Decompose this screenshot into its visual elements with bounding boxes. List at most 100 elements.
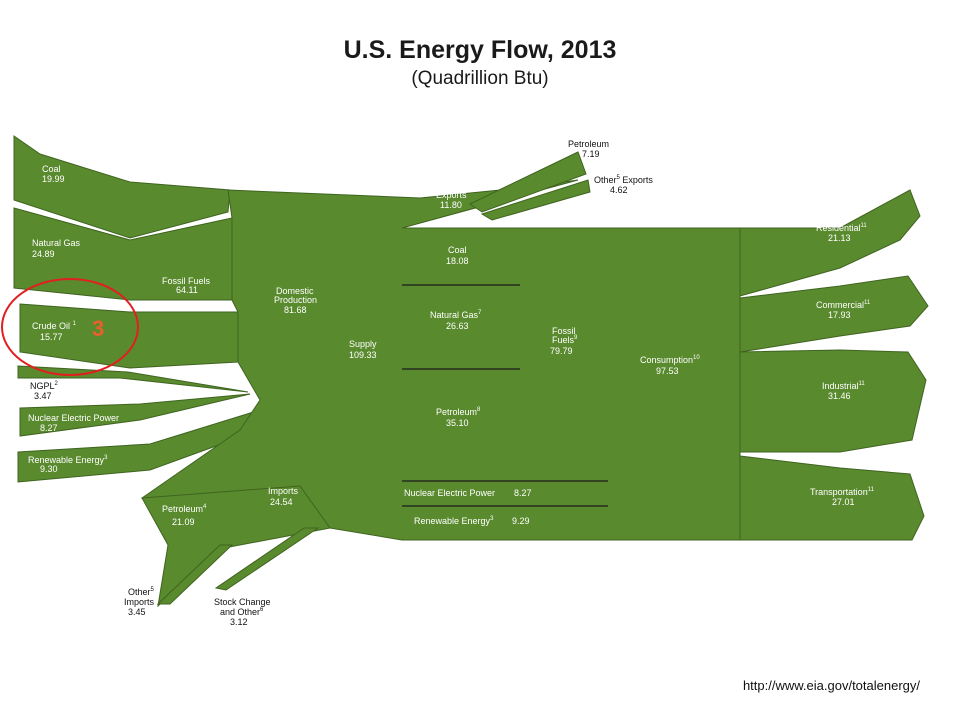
renewable-value: 9.30 — [40, 464, 58, 474]
middle-petroleum-sup: 8 — [477, 407, 481, 413]
middle-nuclear-value: 8.27 — [514, 488, 532, 498]
exports-other-value: 4.62 — [610, 185, 628, 195]
other-imports-sup: 5 — [151, 587, 155, 593]
stock-change-label-1: Stock Change — [214, 597, 271, 607]
transportation-label: Transportation11 — [810, 487, 875, 497]
crude-oil-label: Crude Oil 1 — [32, 321, 77, 331]
stock-change-flow — [214, 527, 320, 591]
imports-petroleum-text: Petroleum — [162, 504, 203, 514]
ngpl-flow — [17, 365, 249, 393]
natural-gas-value: 24.89 — [32, 249, 55, 259]
coal-label: Coal — [42, 164, 61, 174]
fossil-total-label-2: Fuels9 — [552, 335, 578, 345]
nuclear-flow — [19, 393, 251, 437]
middle-natural-gas-value: 26.63 — [446, 321, 469, 331]
fossil-fuels-label: Fossil Fuels — [162, 276, 211, 286]
separator-lines — [402, 284, 608, 507]
source-url[interactable]: http://www.eia.gov/totalenergy/ — [742, 678, 920, 693]
middle-petroleum-label: Petroleum8 — [436, 407, 481, 417]
fossil-total-sup: 9 — [574, 335, 578, 341]
flow-shapes — [13, 135, 929, 608]
residential-sup: 11 — [861, 223, 868, 229]
industrial-text: Industrial — [822, 381, 859, 391]
transportation-text: Transportation — [810, 487, 868, 497]
fossil-total-value: 79.79 — [550, 346, 573, 356]
transportation-value: 27.01 — [832, 497, 855, 507]
other-imports-text-1: Other — [128, 587, 151, 597]
commercial-flow — [739, 275, 929, 353]
consumption-text: Consumption — [640, 355, 693, 365]
residential-label: Residential11 — [816, 223, 867, 233]
stock-change-text-2: and Other — [220, 607, 260, 617]
crude-oil-sup: 1 — [73, 321, 77, 327]
middle-natural-gas-text: Natural Gas — [430, 310, 479, 320]
industrial-sup: 11 — [859, 381, 866, 387]
imports-petroleum-sup: 4 — [203, 504, 207, 510]
middle-natural-gas-label: Natural Gas7 — [430, 310, 482, 320]
middle-petroleum-text: Petroleum — [436, 407, 477, 417]
domestic-label-2: Production — [274, 295, 317, 305]
highlight-circle — [1, 278, 139, 376]
stock-change-label-2: and Other6 — [220, 607, 264, 617]
other-imports-value: 3.45 — [128, 607, 146, 617]
nuclear-value: 8.27 — [40, 423, 58, 433]
other-imports-label: Other5 — [128, 587, 155, 597]
crude-oil-label-text: Crude Oil — [32, 321, 70, 331]
fossil-total-label-1: Fossil — [552, 326, 576, 336]
industrial-flow — [739, 349, 927, 453]
commercial-text: Commercial — [816, 300, 864, 310]
stock-change-sup: 6 — [260, 607, 264, 613]
fossil-total-text-2: Fuels — [552, 335, 575, 345]
middle-nuclear-label: Nuclear Electric Power — [404, 488, 495, 498]
imports-petroleum-value: 21.09 — [172, 517, 195, 527]
renewable-label: Renewable Energy3 — [28, 455, 108, 465]
exports-label: Exports — [436, 190, 467, 200]
commercial-label: Commercial11 — [816, 300, 871, 310]
exports-other-label: Other5 Exports — [594, 175, 653, 185]
ngpl-sup: 2 — [55, 381, 59, 387]
middle-renewable-text: Renewable Energy — [414, 516, 491, 526]
renewable-sup: 3 — [104, 455, 108, 461]
fossil-fuels-value: 64.11 — [176, 285, 198, 295]
renewable-label-text: Renewable Energy — [28, 455, 105, 465]
nuclear-label: Nuclear Electric Power — [28, 413, 119, 423]
middle-coal-label: Coal — [448, 245, 467, 255]
commercial-sup: 11 — [864, 300, 871, 306]
transportation-sup: 11 — [868, 487, 875, 493]
ngpl-label: NGPL2 — [30, 381, 59, 391]
exports-petroleum-label: Petroleum — [568, 139, 609, 149]
exports-other-sup: 5 — [617, 175, 621, 181]
transportation-flow — [739, 455, 925, 541]
exports-petroleum-value: 7.19 — [582, 149, 600, 159]
natural-gas-label: Natural Gas — [32, 238, 81, 248]
other-imports-flow — [156, 544, 234, 605]
domestic-label-1: Domestic — [276, 286, 314, 296]
consumption-value: 97.53 — [656, 366, 679, 376]
exports-petroleum-flow — [468, 151, 587, 213]
crude-oil-value: 15.77 — [40, 332, 63, 342]
domestic-value: 81.68 — [284, 305, 307, 315]
coal-flow — [13, 135, 231, 239]
exports-other-tail-text: Exports — [622, 175, 653, 185]
imports-value: 24.54 — [270, 497, 293, 507]
residential-text: Residential — [816, 223, 861, 233]
exports-other-text: Other — [594, 175, 617, 185]
middle-renewable-sup: 3 — [490, 516, 494, 522]
middle-renewable-value: 9.29 — [512, 516, 530, 526]
commercial-value: 17.93 — [828, 310, 851, 320]
imports-petroleum-label: Petroleum4 — [162, 504, 207, 514]
supply-value: 109.33 — [349, 350, 377, 360]
supply-label: Supply — [349, 339, 377, 349]
middle-renewable-label: Renewable Energy3 — [414, 516, 494, 526]
middle-petroleum-value: 35.10 — [446, 418, 469, 428]
industrial-label: Industrial11 — [822, 381, 865, 391]
coal-value: 19.99 — [42, 174, 65, 184]
annotation-number: 3 — [92, 316, 104, 341]
middle-coal-value: 18.08 — [446, 256, 469, 266]
exports-value: 11.80 — [440, 200, 462, 210]
ngpl-value: 3.47 — [34, 391, 52, 401]
industrial-value: 31.46 — [828, 391, 851, 401]
imports-label: Imports — [268, 486, 299, 496]
ngpl-label-text: NGPL — [30, 381, 55, 391]
